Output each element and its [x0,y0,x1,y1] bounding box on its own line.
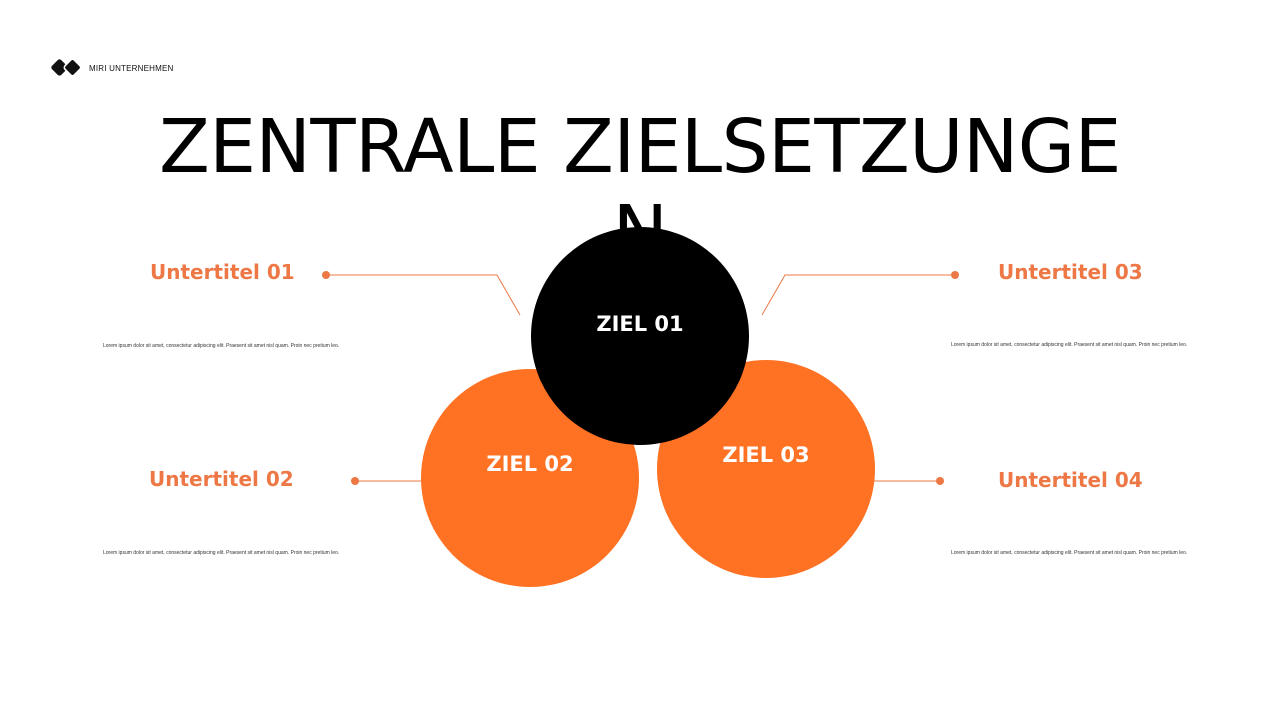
connector-dot-03 [951,271,959,279]
connector-line-01 [326,274,521,316]
goal-label-03: ZIEL 03 [722,443,810,467]
diamond-tiles-logo-icon [51,58,82,77]
body-text-01: Lorem ipsum dolor sit amet, consectetur … [103,343,340,349]
goal-circle-01: ZIEL 01 [531,227,749,445]
subtitle-03: Untertitel 03 [998,260,1143,284]
subtitle-02: Untertitel 02 [149,467,294,491]
goal-label-02: ZIEL 02 [486,452,574,476]
connector-dot-02 [351,477,359,485]
body-text-02: Lorem ipsum dolor sit amet, consectetur … [103,550,340,556]
brand-name: MIRI UNTERNEHMEN [89,63,174,73]
subtitle-01: Untertitel 01 [150,260,295,284]
body-text-04: Lorem ipsum dolor sit amet, consectetur … [951,550,1188,556]
subtitle-04: Untertitel 04 [998,468,1143,492]
connector-dot-01 [322,271,330,279]
connector-dot-04 [936,477,944,485]
goal-label-01: ZIEL 01 [596,312,684,336]
body-text-03: Lorem ipsum dolor sit amet, consectetur … [951,342,1188,348]
brand: MIRI UNTERNEHMEN [51,56,174,80]
connector-line-03 [761,274,955,316]
